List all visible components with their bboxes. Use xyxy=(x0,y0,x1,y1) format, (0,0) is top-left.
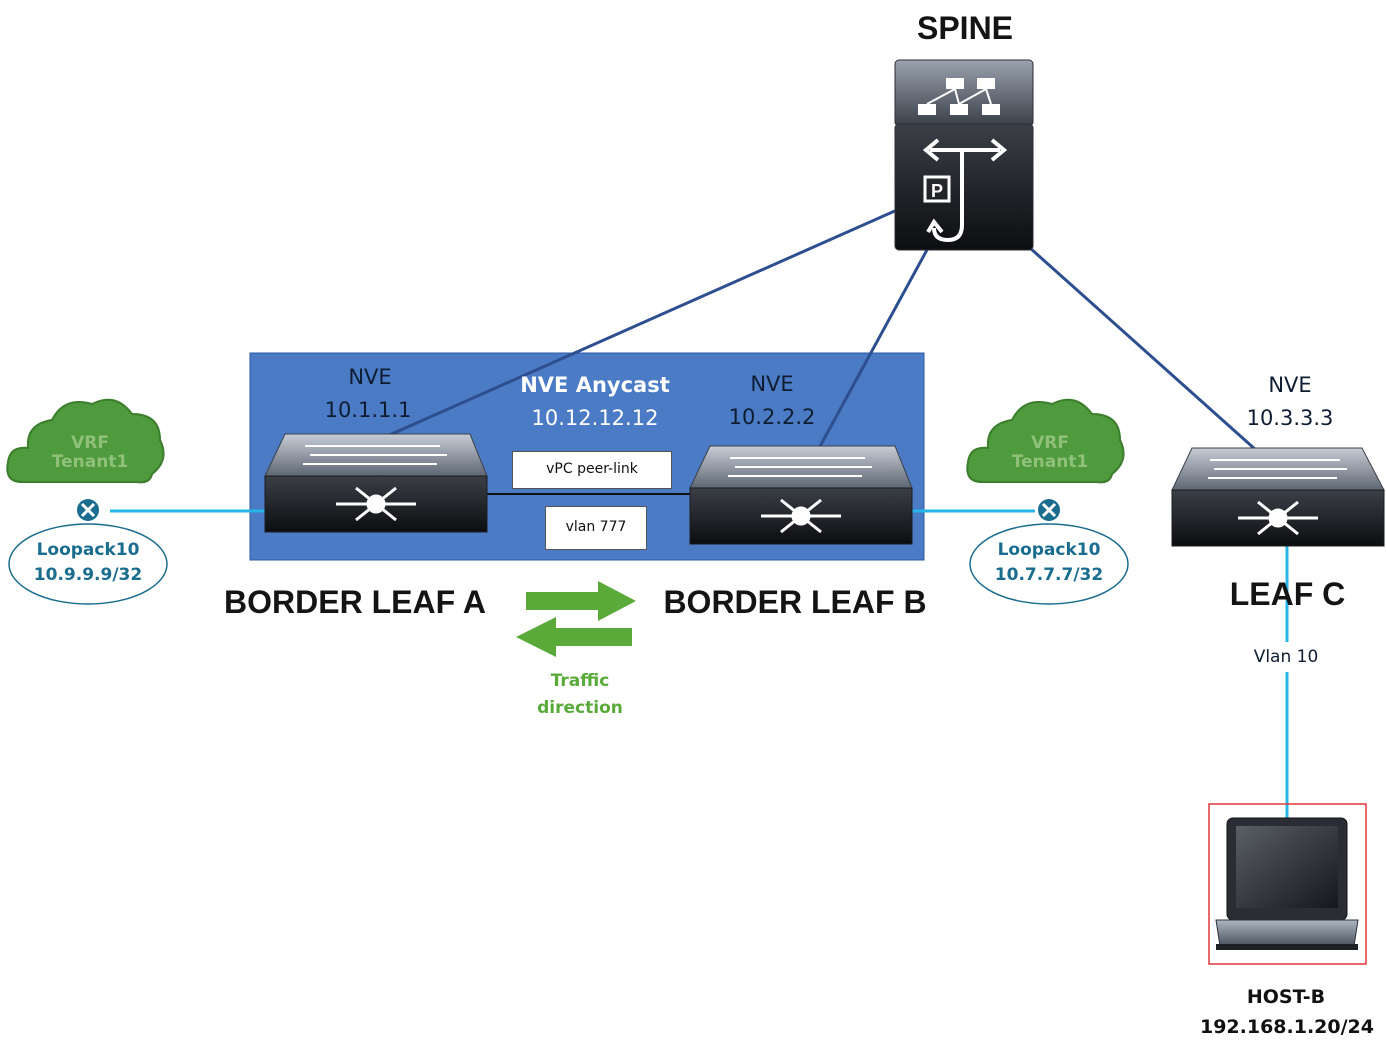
vpc-peer-link-label: vPC peer-link xyxy=(512,451,672,489)
traffic-arrow-left-icon xyxy=(516,617,632,657)
link-spine-leaf-b xyxy=(816,247,930,451)
border-leaf-b-switch-icon xyxy=(689,445,913,545)
leaf-a-nve-ip: 10.1.1.1 xyxy=(324,398,412,422)
anycast-title: NVE Anycast xyxy=(520,373,670,397)
anycast-ip: 10.12.12.12 xyxy=(531,406,659,430)
traffic-arrow-right-icon xyxy=(526,581,636,621)
svg-text:P: P xyxy=(931,181,943,201)
border-leaf-b-label: BORDER LEAF B xyxy=(663,584,927,620)
traffic-label-line2: direction xyxy=(537,698,623,718)
vrf-left-line2: Tenant1 xyxy=(51,452,129,472)
leaf-b-nve-ip: 10.2.2.2 xyxy=(728,405,816,429)
border-leaf-a-label: BORDER LEAF A xyxy=(224,584,486,620)
leaf-c-label: LEAF C xyxy=(1229,576,1346,612)
cloud-icon-right xyxy=(966,398,1125,484)
vrf-right-line2: Tenant1 xyxy=(1011,452,1089,472)
leaf-b-nve-label: NVE xyxy=(750,372,794,396)
router-icon-left xyxy=(77,499,99,521)
vrf-right-line1: VRF xyxy=(1031,433,1069,453)
border-leaf-a-switch-icon xyxy=(264,433,488,533)
link-spine-leaf-c xyxy=(1029,246,1257,452)
laptop-icon xyxy=(1215,817,1359,950)
leaf-c-switch-icon xyxy=(1171,447,1385,547)
host-ip: 192.168.1.20/24 xyxy=(1199,1016,1374,1038)
loopback-left-name: Loopack10 xyxy=(36,540,140,560)
host-frame xyxy=(1208,803,1367,965)
router-icon-right xyxy=(1038,499,1060,521)
loopback-right-name: Loopack10 xyxy=(997,540,1101,560)
vrf-left-line1: VRF xyxy=(71,433,109,453)
leaf-a-nve-label: NVE xyxy=(348,365,392,389)
vlan-777-label: vlan 777 xyxy=(545,506,647,550)
leaf-c-nve-label: NVE xyxy=(1268,373,1312,397)
spine-switch-icon: P xyxy=(894,59,1034,251)
loopback-left-ip: 10.9.9.9/32 xyxy=(33,565,143,585)
leaf-c-nve-ip: 10.3.3.3 xyxy=(1246,406,1334,430)
spine-label: SPINE xyxy=(916,10,1014,46)
loopback-ellipse-left xyxy=(8,523,168,605)
vlan-10-label: Vlan 10 xyxy=(1231,642,1341,672)
host-name: HOST-B xyxy=(1246,986,1326,1008)
cloud-icon-left xyxy=(6,398,165,484)
loopback-right-ip: 10.7.7.7/32 xyxy=(994,565,1104,585)
link-spine-leaf-a xyxy=(384,208,898,439)
loopback-ellipse-right xyxy=(969,523,1129,605)
traffic-label-line1: Traffic xyxy=(550,671,610,691)
